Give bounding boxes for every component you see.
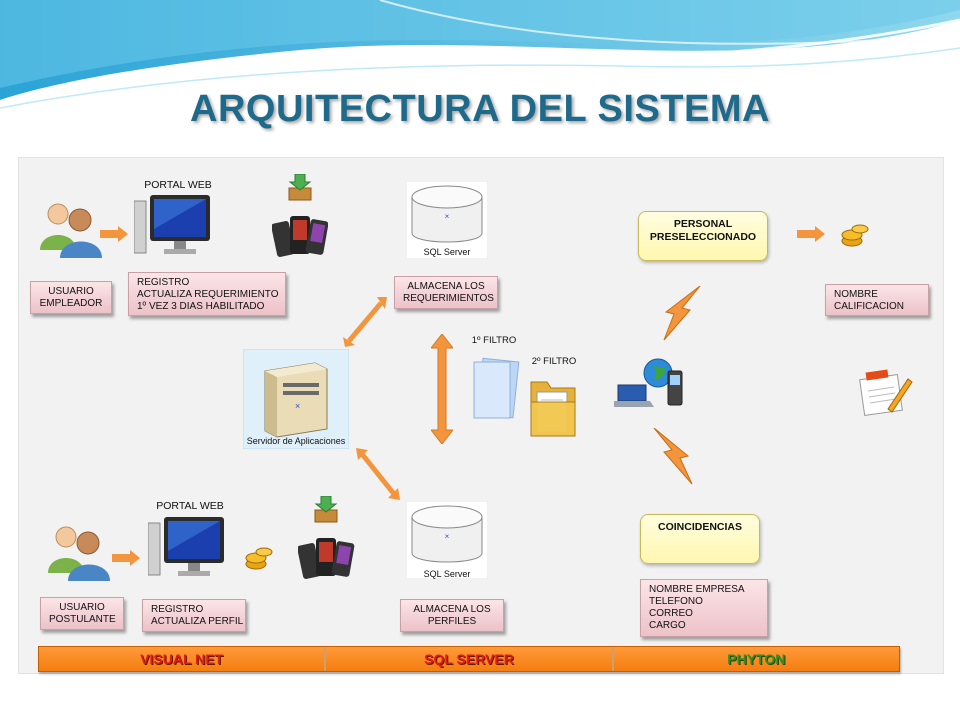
application-server-icon: × [243,349,349,449]
registro-empleador-box: REGISTRO ACTUALIZA REQUERIMIENTO 1º VEZ … [128,272,286,316]
server-label: Servidor de Aplicaciones [246,436,346,446]
vertical-double-arrow-icon [431,334,453,444]
box-line: PERSONAL [673,218,733,230]
box-line: NOMBRE [834,289,878,300]
box-line: CARGO [649,620,686,631]
footer-phyton: PHYTON [611,647,899,671]
svg-text:×: × [445,212,450,221]
sql-server-db-icon: × [406,501,488,579]
filtro-2-label: 2º FILTRO [531,356,577,367]
box-line: REGISTRO [137,277,190,288]
page-title: ARQUITECTURA DEL SISTEMA [190,88,770,130]
double-arrow-icon [343,297,387,347]
arrow-right-icon [797,226,825,242]
users-icon [48,526,110,581]
phones-icon [272,216,328,257]
users-icon [40,203,102,258]
header-wave [0,0,960,109]
box-line: POSTULANTE [49,613,116,625]
usuario-postulante-box: USUARIO POSTULANTE [40,597,124,630]
phones-icon [298,538,355,579]
box-line: ACTUALIZA PERFIL [151,616,244,627]
footer-visual-net: VISUAL NET [140,651,224,667]
box-line: PRESELECCIONADO [649,231,757,243]
footer-sql-server: SQL SERVER [324,647,611,671]
svg-text:×: × [445,532,450,541]
db-bottom-label: SQL Server [423,569,471,579]
box-line: CORREO [649,608,693,619]
box-line: PERFILES [427,615,477,627]
documents-icon [473,357,520,419]
box-line: USUARIO [59,601,105,613]
box-line: EMPLEADOR [39,297,103,309]
box-line: REGISTRO [151,604,204,615]
nombre-calificacion-box: NOMBRE CALIFICACION [825,284,929,316]
download-tray-icon [314,496,338,523]
box-line: 1º VEZ 3 DIAS HABILITADO [137,301,265,312]
coins-icon [841,224,869,247]
coincidencias-box: COINCIDENCIAS [640,514,760,564]
filtro-1-label: 1º FILTRO [471,335,517,346]
personal-preseleccionado-box: PERSONAL PRESELECCIONADO [638,211,768,261]
computer-icon [134,195,210,254]
computer-icon [148,517,224,576]
arrow-right-icon [112,550,140,566]
coins-icon [245,547,273,570]
folder-icon [530,381,576,437]
empresa-info-box: NOMBRE EMPRESA TELEFONO CORREO CARGO [640,579,768,637]
box-line: REQUERIMIENTOS [403,292,494,304]
box-line: USUARIO [48,285,94,297]
almacena-requerimientos-box: ALMACENA LOS REQUERIMIENTOS [394,276,498,309]
form-pencil-icon [859,369,913,417]
box-line: TELEFONO [649,596,703,607]
portal-web-label: PORTAL WEB [144,179,212,191]
double-arrow-icon [356,448,400,500]
almacena-perfiles-box: ALMACENA LOS PERFILES [400,599,504,632]
db-top-label: SQL Server [423,247,471,257]
download-tray-icon [288,174,312,201]
sql-server-db-icon: × [406,181,488,259]
portal-web-label: PORTAL WEB [156,500,224,512]
box-line: ALMACENA LOS [407,280,485,292]
lightning-icon [663,286,701,341]
box-line: NOMBRE EMPRESA [649,584,745,595]
technology-footer-bar: VISUAL NET SQL SERVER PHYTON [38,646,900,672]
arrow-right-icon [100,226,128,242]
box-line: ACTUALIZA REQUERIMIENTO [137,289,279,300]
svg-text:×: × [295,401,300,411]
box-line: ALMACENA LOS [413,603,491,615]
laptop-globe-phone-icon [614,358,683,407]
box-line: COINCIDENCIAS [657,521,742,533]
usuario-empleador-box: USUARIO EMPLEADOR [30,281,112,314]
box-line: CALIFICACION [834,301,905,312]
registro-postulante-box: REGISTRO ACTUALIZA PERFIL [142,599,246,632]
lightning-icon [653,428,693,485]
